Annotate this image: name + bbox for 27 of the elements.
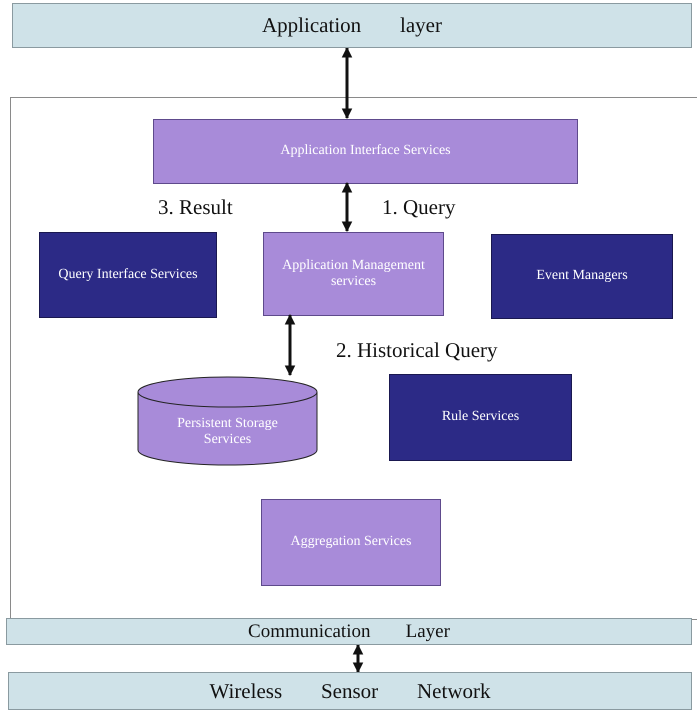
layer-bar xyxy=(6,618,692,645)
service-box xyxy=(153,119,578,184)
service-box xyxy=(263,232,444,316)
node-label: Wireless Sensor Network xyxy=(208,678,492,704)
step-label: 1. Query xyxy=(382,195,456,220)
node-label: Application layer xyxy=(261,13,443,38)
double-arrow xyxy=(284,314,296,376)
double-arrow xyxy=(342,182,352,232)
node-label: Communication Layer xyxy=(247,620,451,642)
node-label: Aggregation Services xyxy=(290,534,412,551)
service-box xyxy=(389,374,572,461)
node-label: Application Interface Services xyxy=(279,143,452,160)
step-label: 2. Historical Query xyxy=(336,338,498,363)
node-label: Event Managers xyxy=(535,268,629,285)
layer-bar xyxy=(8,672,692,710)
node-label: Persistent Storage Services xyxy=(176,416,279,448)
service-box xyxy=(491,234,673,319)
step-label: 3. Result xyxy=(158,195,233,220)
node-label: Application Management services xyxy=(281,258,426,290)
layer-bar xyxy=(12,3,692,48)
service-box xyxy=(39,232,217,318)
layer-frame xyxy=(10,97,697,620)
service-box xyxy=(261,499,441,586)
node-label: Query Interface Services xyxy=(57,266,199,284)
node-label: Rule Services xyxy=(440,409,520,426)
double-arrow xyxy=(352,644,364,674)
double-arrow xyxy=(342,46,352,120)
